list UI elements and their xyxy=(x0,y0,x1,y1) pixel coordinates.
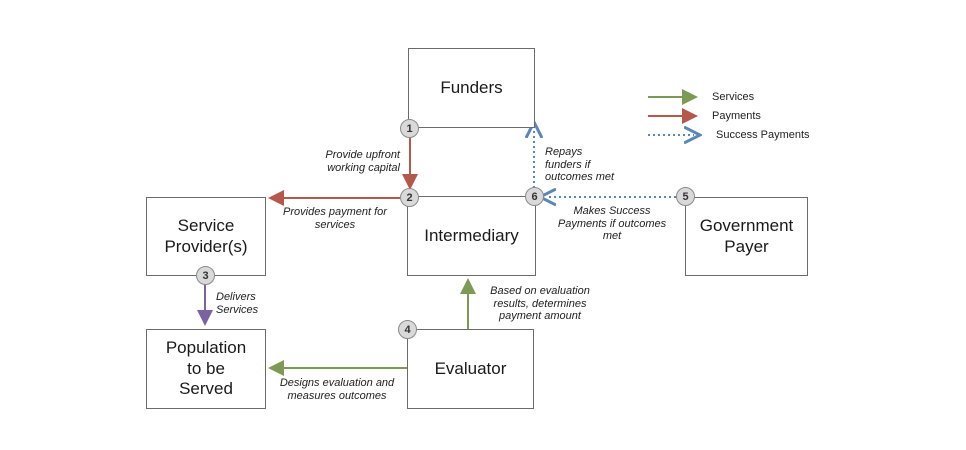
step-badge-4: 4 xyxy=(398,320,417,339)
legend-services-label: Services xyxy=(712,91,755,103)
note-makes-success: Makes Success Payments if outcomes met xyxy=(557,205,667,243)
note-repays-funders: Repays funders if outcomes met xyxy=(545,146,615,184)
note-provide-upfront: Provide upfront working capital xyxy=(325,149,400,174)
note-designs-evaluation: Designs evaluation and measures outcomes xyxy=(279,377,395,402)
evaluator-label: Evaluator xyxy=(434,358,507,378)
note-provides-payment: Provides payment for services xyxy=(283,206,387,231)
government-payer-label: Government Payer xyxy=(699,216,794,256)
population-label: Population to be Served xyxy=(165,338,247,399)
service-provider-box: Service Provider(s) xyxy=(146,197,266,276)
note-delivers-services: Delivers Services xyxy=(216,291,259,316)
service-provider-label: Service Provider(s) xyxy=(164,216,248,256)
legend-payments-label: Payments xyxy=(712,110,761,122)
step-badge-1: 1 xyxy=(400,119,419,138)
funders-label: Funders xyxy=(440,77,503,97)
step-badge-3: 3 xyxy=(196,266,215,285)
note-based-on-evaluation: Based on evaluation results, determines … xyxy=(490,285,590,323)
population-box: Population to be Served xyxy=(146,329,266,409)
government-payer-box: Government Payer xyxy=(685,197,808,276)
legend-success-payments-label: Success Payments xyxy=(716,129,810,141)
step-badge-6: 6 xyxy=(525,187,544,206)
step-badge-2: 2 xyxy=(400,188,419,207)
funders-box: Funders xyxy=(408,48,535,128)
step-badge-5: 5 xyxy=(676,187,695,206)
evaluator-box: Evaluator xyxy=(407,329,534,409)
intermediary-box: Intermediary xyxy=(407,196,536,276)
intermediary-label: Intermediary xyxy=(424,225,519,245)
